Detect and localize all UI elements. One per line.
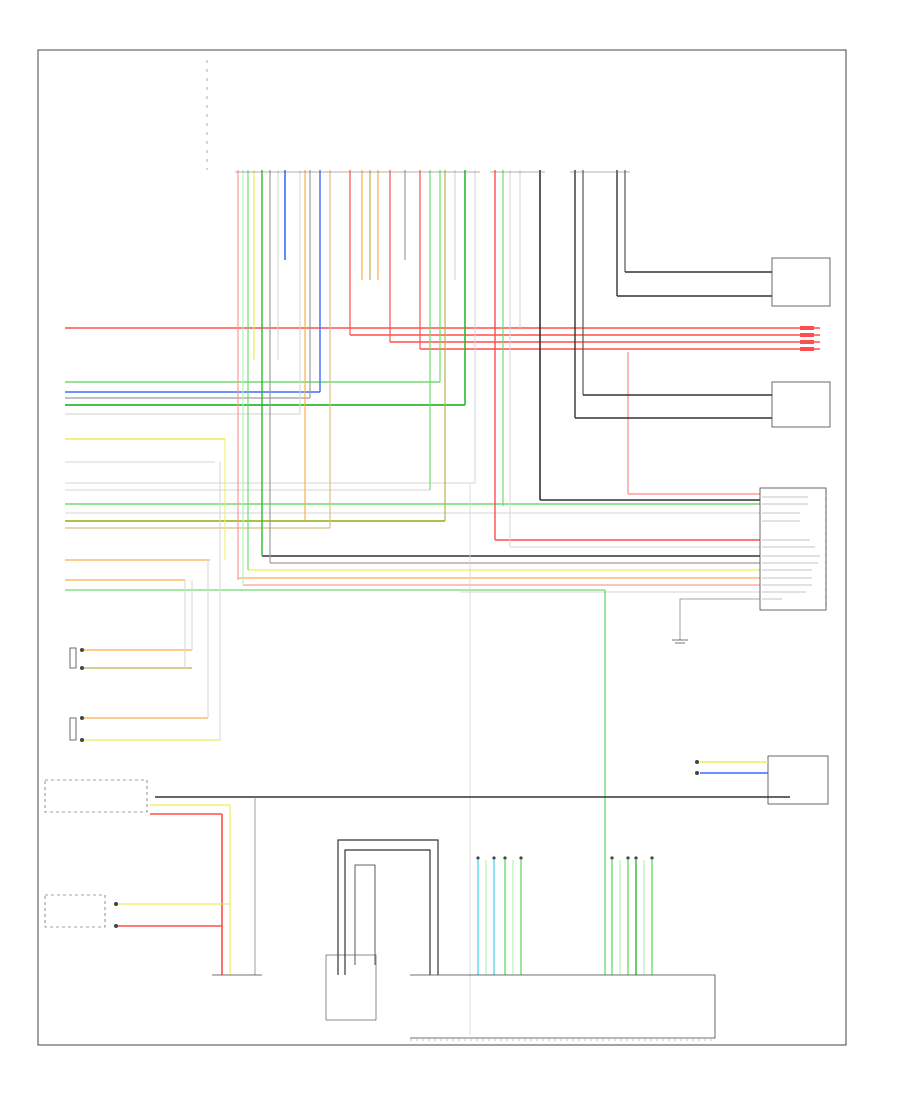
left-harness-wires	[65, 327, 820, 593]
terminal-dot	[695, 760, 699, 764]
bracket-wire-inner	[344, 849, 431, 975]
terminal-dot	[114, 924, 118, 928]
left-switch-block	[44, 779, 148, 813]
red-bus-terminals	[800, 326, 814, 351]
bracket-wire-outer	[337, 839, 439, 975]
top-connector-wires	[237, 170, 629, 1035]
steering-switch-component	[767, 755, 829, 805]
left-lower-switch	[44, 894, 106, 928]
top-right-component	[771, 257, 831, 307]
bracket-wire-small	[354, 864, 376, 965]
radio-module	[759, 487, 827, 611]
ground-connector-box	[410, 974, 716, 1039]
terminal-dot	[695, 771, 699, 775]
speaker-2	[69, 716, 84, 742]
radio-ground-wire	[679, 598, 760, 640]
cluster-dots	[476, 856, 654, 860]
bottom-connector-box	[325, 954, 377, 1021]
radio-module-pins	[762, 496, 820, 600]
antenna-component	[771, 381, 831, 428]
page-border	[37, 49, 847, 1046]
speaker-1	[69, 647, 84, 670]
center-cluster-wires	[477, 860, 522, 975]
terminal-dot	[114, 902, 118, 906]
right-cluster-wires	[611, 860, 653, 975]
